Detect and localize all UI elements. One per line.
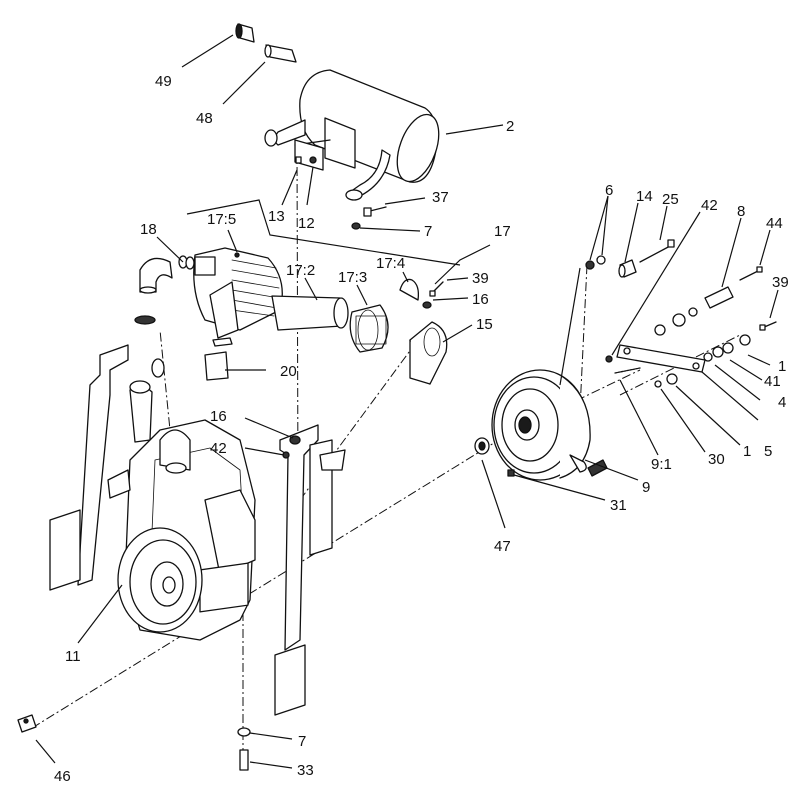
link-plate bbox=[616, 344, 706, 373]
callout-25: 25 bbox=[662, 191, 679, 208]
exhaust-pipe-right bbox=[345, 149, 391, 201]
callout-16-low: 16 bbox=[210, 408, 227, 425]
callout-42-right: 42 bbox=[701, 197, 718, 214]
screw-37 bbox=[363, 206, 387, 217]
callout-6: 6 bbox=[605, 182, 613, 199]
callout-39-mid: 39 bbox=[472, 270, 489, 287]
callout-41: 41 bbox=[764, 373, 781, 390]
clamp-18 bbox=[178, 255, 195, 270]
callout-1-bottom: 1 bbox=[743, 443, 751, 460]
cover-17-4 bbox=[399, 278, 420, 301]
callout-37: 37 bbox=[432, 189, 449, 206]
washer-7-lower bbox=[237, 727, 251, 737]
callout-4: 4 bbox=[778, 394, 786, 411]
callout-9: 9 bbox=[642, 479, 650, 496]
callout-17-4: 17:4 bbox=[376, 255, 405, 272]
callout-11: 11 bbox=[65, 648, 81, 665]
callout-1-top: 1 bbox=[778, 358, 786, 375]
screw-39-right bbox=[759, 321, 777, 331]
callout-30: 30 bbox=[708, 451, 725, 468]
callout-2: 2 bbox=[506, 118, 514, 135]
callouts: 49 48 2 13 12 37 7 18 17:5 17:2 17:3 17:… bbox=[54, 73, 789, 785]
callout-33: 33 bbox=[297, 762, 314, 779]
callout-18: 18 bbox=[140, 221, 157, 238]
callout-7-bottom: 7 bbox=[298, 733, 306, 750]
callout-39-right: 39 bbox=[772, 274, 789, 291]
hardware-6 bbox=[585, 255, 606, 270]
washer-7-upper bbox=[351, 222, 361, 230]
elbow-hose bbox=[134, 256, 216, 325]
mount-bracket-15 bbox=[409, 321, 448, 385]
callout-12: 12 bbox=[298, 215, 315, 232]
nut-42-right bbox=[605, 355, 613, 363]
frame-rail-right bbox=[274, 424, 346, 716]
air-cleaner-housing bbox=[193, 247, 283, 339]
precleaner-17-3 bbox=[349, 304, 389, 353]
leader-lines bbox=[35, 34, 779, 769]
callout-20: 20 bbox=[280, 363, 297, 380]
fitting-20 bbox=[204, 337, 233, 381]
bolt-33 bbox=[239, 749, 249, 771]
callout-17-2: 17:2 bbox=[286, 262, 315, 279]
callout-15: 15 bbox=[476, 316, 493, 333]
callout-5: 5 bbox=[764, 443, 772, 460]
callout-8: 8 bbox=[737, 203, 745, 220]
callout-31: 31 bbox=[610, 497, 627, 514]
callout-9-1: 9:1 bbox=[651, 456, 672, 473]
callout-7-top: 7 bbox=[424, 223, 432, 240]
callout-44: 44 bbox=[766, 215, 783, 232]
callout-14: 14 bbox=[636, 188, 653, 205]
callout-42-low: 42 bbox=[210, 440, 227, 457]
washer-16-upper bbox=[422, 301, 432, 309]
pin-17-5 bbox=[234, 252, 240, 258]
engine-flywheel bbox=[117, 527, 203, 633]
frame-rail-left bbox=[49, 344, 129, 591]
fitting-46 bbox=[17, 714, 37, 733]
dipstick-loop bbox=[151, 358, 165, 378]
screw-39-upper bbox=[429, 281, 444, 297]
callout-46: 46 bbox=[54, 768, 71, 785]
bolt-44 bbox=[739, 266, 763, 281]
exhaust-tube-48 bbox=[264, 44, 297, 63]
pto-clutch bbox=[491, 369, 608, 481]
spacer-8 bbox=[704, 286, 734, 309]
air-filter-17-2 bbox=[271, 295, 349, 331]
bolt-13 bbox=[295, 156, 302, 164]
bearing-47 bbox=[474, 437, 490, 455]
muffler bbox=[294, 69, 440, 183]
callout-13: 13 bbox=[268, 208, 285, 225]
callout-48: 48 bbox=[196, 110, 213, 127]
callout-16-mid: 16 bbox=[472, 291, 489, 308]
washer-1-lower bbox=[654, 380, 662, 388]
callout-17: 17 bbox=[494, 223, 511, 240]
spring-9-1 bbox=[614, 367, 641, 374]
exhaust-pipe-left bbox=[264, 119, 306, 147]
washer-30 bbox=[666, 373, 678, 385]
spacer-14 bbox=[618, 259, 637, 278]
bolt-25 bbox=[639, 239, 675, 263]
callout-17-3: 17:3 bbox=[338, 269, 367, 286]
bolt-31 bbox=[507, 469, 515, 477]
muffler-bracket bbox=[294, 139, 324, 171]
callout-17-5: 17:5 bbox=[207, 211, 236, 228]
callout-47: 47 bbox=[494, 538, 511, 555]
nut-12 bbox=[309, 156, 317, 164]
callout-49: 49 bbox=[155, 73, 172, 90]
washers-row bbox=[654, 307, 751, 362]
exhaust-cap-49 bbox=[235, 23, 255, 43]
